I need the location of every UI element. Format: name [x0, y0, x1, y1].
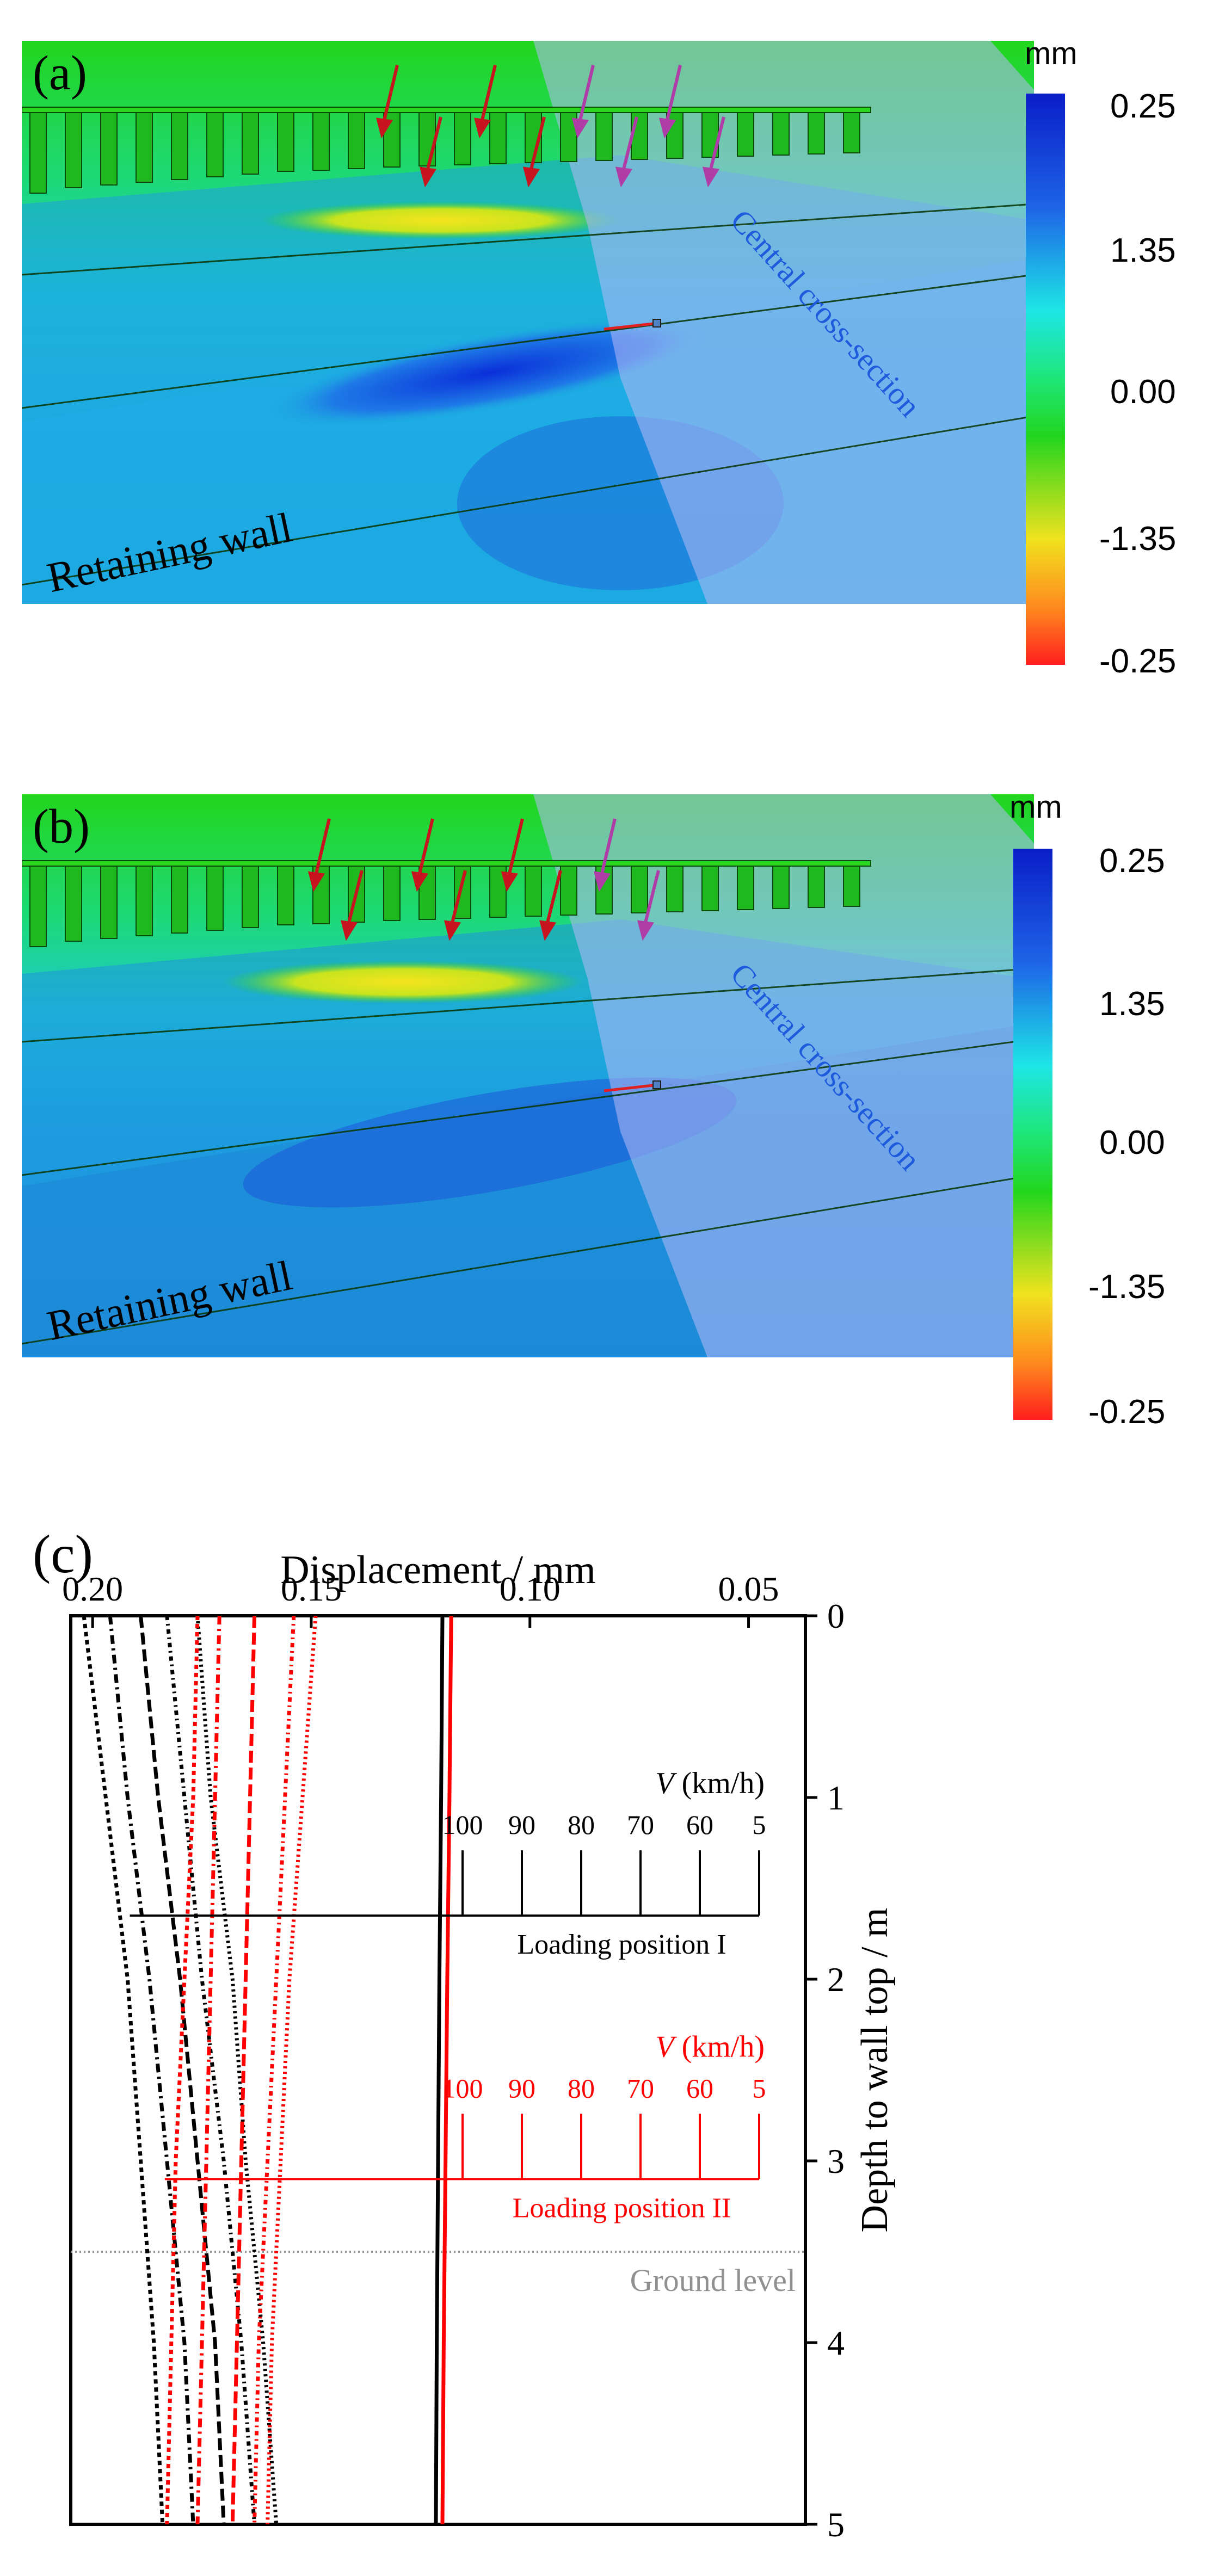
- x-tick-label-0: 0.20: [62, 1570, 123, 1608]
- speed-label-1-70: 70: [627, 1809, 654, 1840]
- y-tick-label-0: 0: [827, 1597, 845, 1635]
- y-tick-label-5: 5: [827, 2505, 845, 2544]
- y-tick-label-2: 2: [827, 1960, 845, 1999]
- x-tick-label-1: 0.15: [281, 1570, 342, 1608]
- colorbar-unit-a: mm: [1025, 36, 1077, 71]
- colorbar-tick-b-1: 1.35: [1099, 985, 1165, 1023]
- y-axis-title: Depth to wall top / m: [854, 1908, 896, 2233]
- contour-panel-a: (a) Retaining wall Central cross-section: [22, 41, 1034, 604]
- series-line-position-1-v80: [139, 1615, 226, 2525]
- series-line-position-2-v60: [266, 1615, 318, 2525]
- panel-label-c: (c): [33, 1524, 93, 1584]
- loading-position-label-1: Loading position I: [517, 1929, 726, 1960]
- colorbar-tick-a-3: -1.35: [1099, 520, 1177, 558]
- colorbar-tick-a-1: 1.35: [1110, 232, 1176, 269]
- x-tick-label-2: 0.10: [500, 1570, 561, 1608]
- colorbar-tick-a-4: -0.25: [1099, 643, 1177, 680]
- series-line-position-1-v5: [434, 1615, 445, 2525]
- displacement-depth-chart: (c) Displacement / mm 0.20 0.15 0.10 0.05 0…: [33, 1524, 896, 2544]
- plot-frame: [69, 1614, 807, 2526]
- speed-label-2-80: 80: [568, 2073, 595, 2103]
- speed-label-2-60: 60: [686, 2073, 713, 2103]
- colorbar-tick-b-2: 0.00: [1099, 1124, 1165, 1162]
- speed-title-2: V (km/h): [655, 2030, 765, 2064]
- y-tick-label-4: 4: [827, 2324, 845, 2362]
- series-line-position-2-v5: [440, 1615, 453, 2525]
- colorbar-tick-b-4: -0.25: [1088, 1393, 1166, 1431]
- speed-label-1-80: 80: [568, 1809, 595, 1840]
- series-line-position-1-v70: [165, 1615, 256, 2525]
- speed-label-2-70: 70: [627, 2073, 654, 2103]
- y-tick-label-1: 1: [827, 1778, 845, 1817]
- colorbar-b: [1013, 849, 1052, 1420]
- colorbar-a: [1026, 94, 1065, 665]
- panel-label-b: (b): [33, 800, 90, 854]
- series-line-position-1-v100: [82, 1615, 165, 2525]
- colorbar-tick-a-2: 0.00: [1110, 373, 1176, 411]
- x-axis-title: Displacement / mm: [280, 1548, 596, 1592]
- series-line-position-2-v70: [253, 1615, 296, 2525]
- contour-map-a: [22, 41, 1034, 604]
- x-tick-label-3: 0.05: [718, 1570, 779, 1608]
- speed-label-1-100: 100: [442, 1809, 483, 1840]
- speed-label-2-100: 100: [442, 2073, 483, 2103]
- colorbar-tick-b-0: 0.25: [1099, 842, 1165, 880]
- loading-position-label-2: Loading position II: [513, 2192, 731, 2223]
- ground-level-label: Ground level: [630, 2263, 796, 2298]
- speed-label-2-90: 90: [508, 2073, 535, 2103]
- speed-label-1-60: 60: [686, 1809, 713, 1840]
- x-axis-ticks: 0.20 0.15 0.10 0.05: [62, 1570, 779, 1628]
- speed-title-1: V (km/h): [655, 1766, 765, 1800]
- speed-label-1-5: 5: [753, 1809, 766, 1840]
- series-line-position-1-v90: [108, 1615, 195, 2525]
- y-tick-label-3: 3: [827, 2142, 845, 2180]
- colorbar-tick-a-0: 0.25: [1110, 88, 1176, 125]
- colorbar-unit-b: mm: [1009, 789, 1062, 825]
- speed-label-1-90: 90: [508, 1809, 535, 1840]
- contour-map-b: [22, 794, 1034, 1357]
- series-lines: [82, 1615, 453, 2525]
- panel-label-a: (a): [33, 46, 87, 100]
- colorbar-tick-b-3: -1.35: [1088, 1268, 1166, 1306]
- speed-label-2-5: 5: [753, 2073, 766, 2103]
- y-axis-ticks: 0 1 2 3 4 5: [805, 1597, 845, 2544]
- series-line-position-2-v90: [195, 1615, 221, 2525]
- series-line-position-2-v100: [165, 1615, 200, 2525]
- loading-position-legends: 100 90 80 70 60 5 V (km/h) Loading position I 10…: [130, 1766, 766, 2223]
- contour-panel-b: (b) Retaining wall Central cross-section: [22, 794, 1034, 1357]
